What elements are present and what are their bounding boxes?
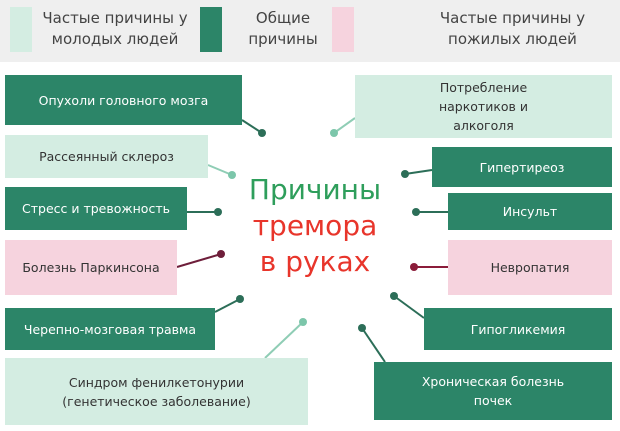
cause-hyperthyroidism: Гипертиреоз (432, 147, 612, 187)
cause-neuropathy: Невропатия (448, 240, 612, 295)
cause-brain-injury: Черепно-мозговая травма (5, 308, 215, 350)
cause-stress-anxiety: Стресс и тревожность (5, 187, 187, 230)
legend-swatch-elderly (332, 7, 354, 52)
cause-phenylketonuria: Синдром фенилкетонурии (генетическое заб… (5, 358, 308, 425)
cause-parkinsons: Болезнь Паркинсона (5, 240, 177, 295)
title-line-2: тремора (252, 209, 378, 242)
legend-swatch-common (200, 7, 222, 52)
cause-brain-tumors: Опухоли головного мозга (5, 75, 242, 125)
cause-drugs-alcohol: Потребление наркотиков и алкоголя (355, 75, 612, 138)
cause-multiple-sclerosis: Рассеянный склероз (5, 135, 208, 178)
legend-swatch-young (10, 7, 32, 52)
legend-label-elderly: Частые причины у пожилых людей (439, 9, 586, 48)
title-line-3: в руках (259, 245, 371, 278)
diagram-title: Причины тремора в руках (215, 172, 415, 280)
legend: Частые причины у молодых людей Общие при… (0, 0, 620, 62)
legend-label-common: Общие причины (248, 9, 318, 48)
cause-hypoglycemia: Гипогликемия (424, 308, 612, 350)
title-line-1: Причины (248, 173, 382, 206)
cause-chronic-kidney-disease: Хроническая болезнь почек (374, 362, 612, 420)
legend-label-young: Частые причины у молодых людей (42, 9, 188, 48)
cause-stroke: Инсульт (448, 193, 612, 230)
